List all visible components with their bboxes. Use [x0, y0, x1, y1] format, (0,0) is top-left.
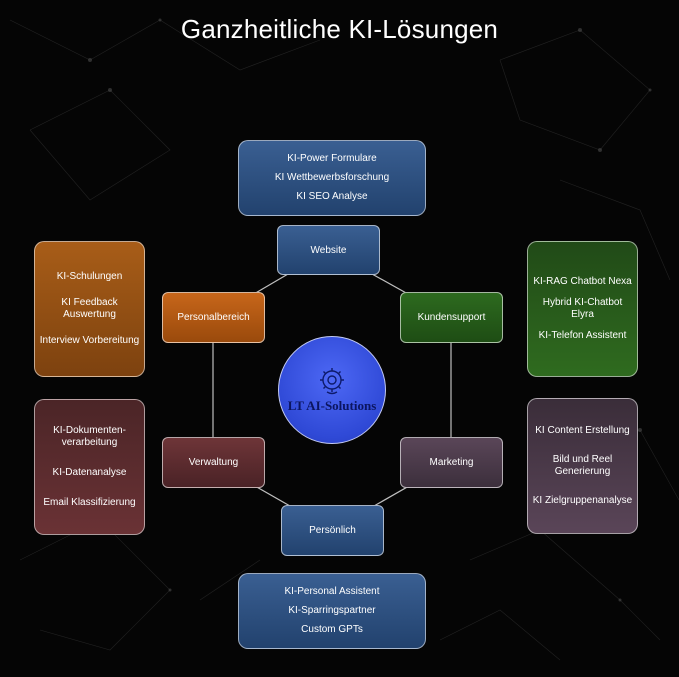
- center-circle[interactable]: LT AI-Solutions: [278, 336, 386, 444]
- list-item: Bild und Reel Generierung: [552, 453, 613, 477]
- list-item: Hybrid KI-Chatbot Elyra: [542, 296, 623, 320]
- node-verwaltung[interactable]: Verwaltung: [162, 437, 265, 488]
- list-item: KI SEO Analyse: [296, 191, 368, 203]
- node-marketing[interactable]: Marketing: [400, 437, 503, 488]
- list-item: KI-Power Formulare: [287, 152, 377, 164]
- node-website[interactable]: Website: [277, 225, 380, 275]
- list-item: KI-Datenanalyse: [52, 467, 127, 478]
- page-title: Ganzheitliche KI-Lösungen: [180, 14, 499, 44]
- list-item: Email Klassifizierung: [43, 497, 136, 508]
- list-item: KI-Sparringspartner: [288, 604, 376, 616]
- website-solutions-box: KI-Power Formulare KI Wettbewerbsforschu…: [238, 140, 426, 216]
- list-item: KI-Personal Assistent: [284, 585, 380, 597]
- list-item: KI Content Erstellung: [535, 425, 630, 437]
- list-item: KI-RAG Chatbot Nexa: [533, 276, 632, 288]
- list-item: KI-Schulungen: [56, 271, 123, 282]
- list-item: KI Wettbewerbsforschung: [274, 171, 390, 183]
- node-personalbereich[interactable]: Personalbereich: [162, 292, 265, 343]
- list-item: KI Feedback Auswertung: [61, 297, 118, 320]
- list-item: Interview Vorbereitung: [39, 335, 140, 346]
- list-item: KI Zielgruppenanalyse: [532, 494, 633, 506]
- marketing-solutions-box: KI Content Erstellung Bild und Reel Gene…: [527, 398, 638, 534]
- gear-brain-icon: [320, 368, 344, 395]
- list-item: KI-Telefon Assistent: [538, 329, 627, 341]
- node-kundensupport[interactable]: Kundensupport: [400, 292, 503, 343]
- list-item: Custom GPTs: [301, 624, 363, 636]
- persoenlich-solutions-box: KI-Personal Assistent KI-Sparringspartne…: [238, 573, 426, 649]
- kundensupport-solutions-box: KI-RAG Chatbot Nexa Hybrid KI-Chatbot El…: [527, 241, 638, 377]
- node-persoenlich[interactable]: Persönlich: [281, 505, 384, 556]
- list-item: KI-Dokumenten-verarbeitung: [53, 425, 126, 448]
- personalbereich-solutions-box: KI-Schulungen KI Feedback Auswertung Int…: [34, 241, 145, 377]
- center-label: LT AI-Solutions: [287, 398, 377, 413]
- verwaltung-solutions-box: KI-Dokumenten-verarbeitung KI-Datenanaly…: [34, 399, 145, 535]
